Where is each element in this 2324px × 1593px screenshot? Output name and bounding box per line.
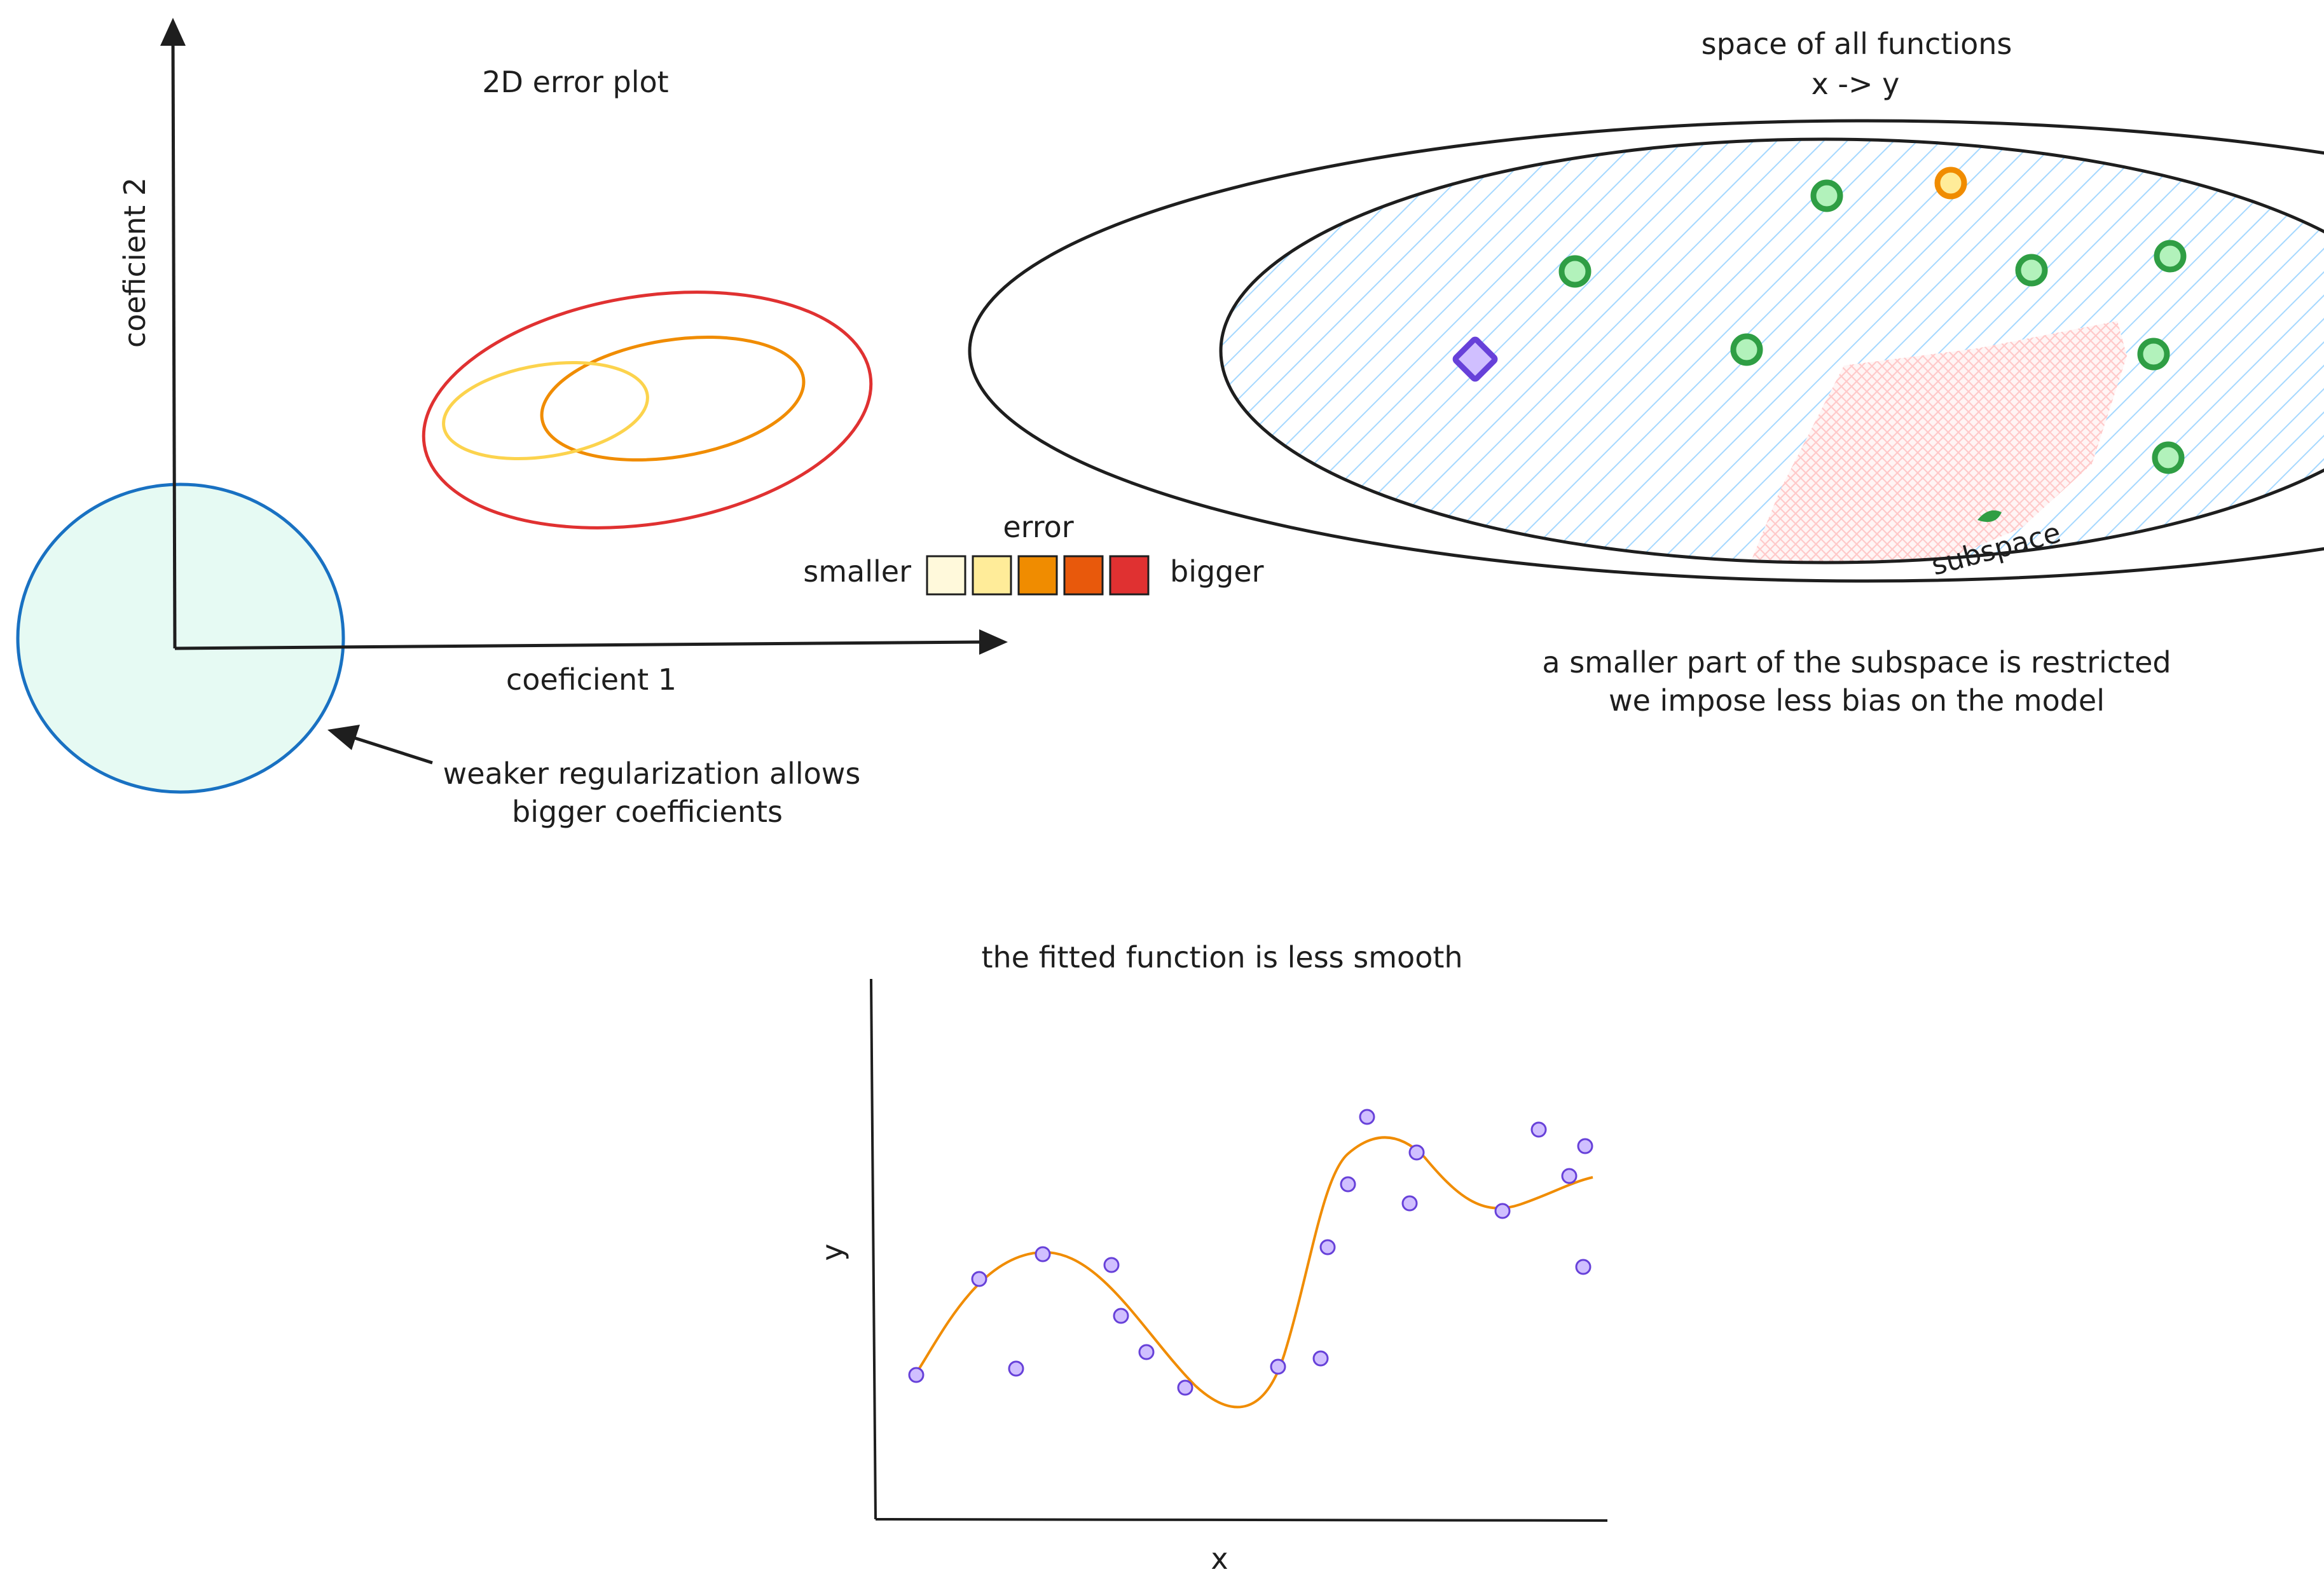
y-axis [171,36,177,649]
contour-inner [442,361,649,460]
candidate-function-point [2152,441,2185,474]
all-functions-ellipse [968,119,2324,583]
x-axis [174,640,983,650]
data-point [1113,1308,1129,1324]
legend-bigger-label: bigger [1170,554,1264,589]
candidate-function-point [2137,338,2170,371]
legend-swatch [1063,555,1104,596]
function-space-caption-line2: we impose less bias on the model [1609,683,2105,718]
error-legend: error smaller bigger [803,510,1264,596]
annotation-arrow-line [352,735,433,765]
data-point [1319,1239,1336,1255]
data-point [1312,1350,1329,1367]
annotation-text-line2: bigger coefficients [512,795,783,829]
error-plot-title: 2D error plot [482,65,668,99]
legend-smaller-label: smaller [803,554,911,589]
legend-swatches [926,555,1150,596]
true-function-marker [1452,336,1498,382]
contour-middle [540,335,806,462]
candidate-function-point [2154,240,2187,273]
data-point [1138,1344,1155,1360]
subspace-region [1219,137,2324,564]
candidate-function-point [1810,179,1843,212]
data-point [1530,1121,1547,1138]
fit-x-label: x [1211,1542,1228,1576]
data-point [1340,1176,1356,1193]
function-space: space of all functions x -> y subspace [968,27,2324,718]
candidate-function-point [1558,255,1592,288]
candidate-functions [1558,179,2187,474]
function-space-caption-line1: a smaller part of the subspace is restri… [1542,645,2171,680]
legend-title: error [1003,510,1073,544]
data-point [1177,1379,1193,1396]
fit-plot-title: the fitted function is less smooth [981,940,1462,974]
legend-swatch [1109,555,1150,596]
y-axis-arrowhead [160,18,186,46]
fit-y-label: y [815,1243,849,1261]
error-contours [422,291,873,530]
data-point [1008,1360,1024,1377]
legend-swatch [1017,555,1058,596]
data-point [1270,1358,1286,1375]
data-point [1103,1257,1120,1273]
data-point [1561,1168,1578,1184]
legend-swatch [926,555,966,596]
data-point [1359,1109,1375,1125]
function-space-title-line1: space of all functions [1702,27,2012,61]
contour-outer [422,291,873,530]
x-axis-arrowhead [979,629,1008,655]
fit-x-axis [875,1518,1608,1522]
regularization-region [16,482,345,794]
data-point [971,1271,987,1287]
data-point [1408,1144,1425,1161]
error-plot: 2D error plot coeficient 1 coeficient 2 … [16,18,1008,829]
legend-swatch [972,555,1012,596]
error-plot-axes [160,18,1008,655]
subspace-ellipse [1219,137,2324,564]
data-point [1401,1195,1418,1212]
fit-plot: the fitted function is less smooth x y [815,940,1608,1576]
x-axis-label: coeficient 1 [506,662,677,697]
data-point [908,1367,925,1383]
leaf-icon [1977,510,2002,523]
function-space-title-line2: x -> y [1812,67,1900,101]
data-point [1575,1259,1592,1275]
data-point [1035,1246,1051,1262]
fit-y-axis [870,978,877,1520]
candidate-function-point [1730,333,1763,366]
annotation-text-line1: weaker regularization allows [443,756,861,791]
data-point [1577,1138,1593,1154]
candidate-function-point [2015,254,2048,287]
y-axis-label: coeficient 2 [118,177,152,348]
data-point [1494,1203,1511,1219]
annotation-arrowhead [327,725,360,750]
best-subspace-function [1934,167,1967,200]
data-points [908,1109,1593,1396]
